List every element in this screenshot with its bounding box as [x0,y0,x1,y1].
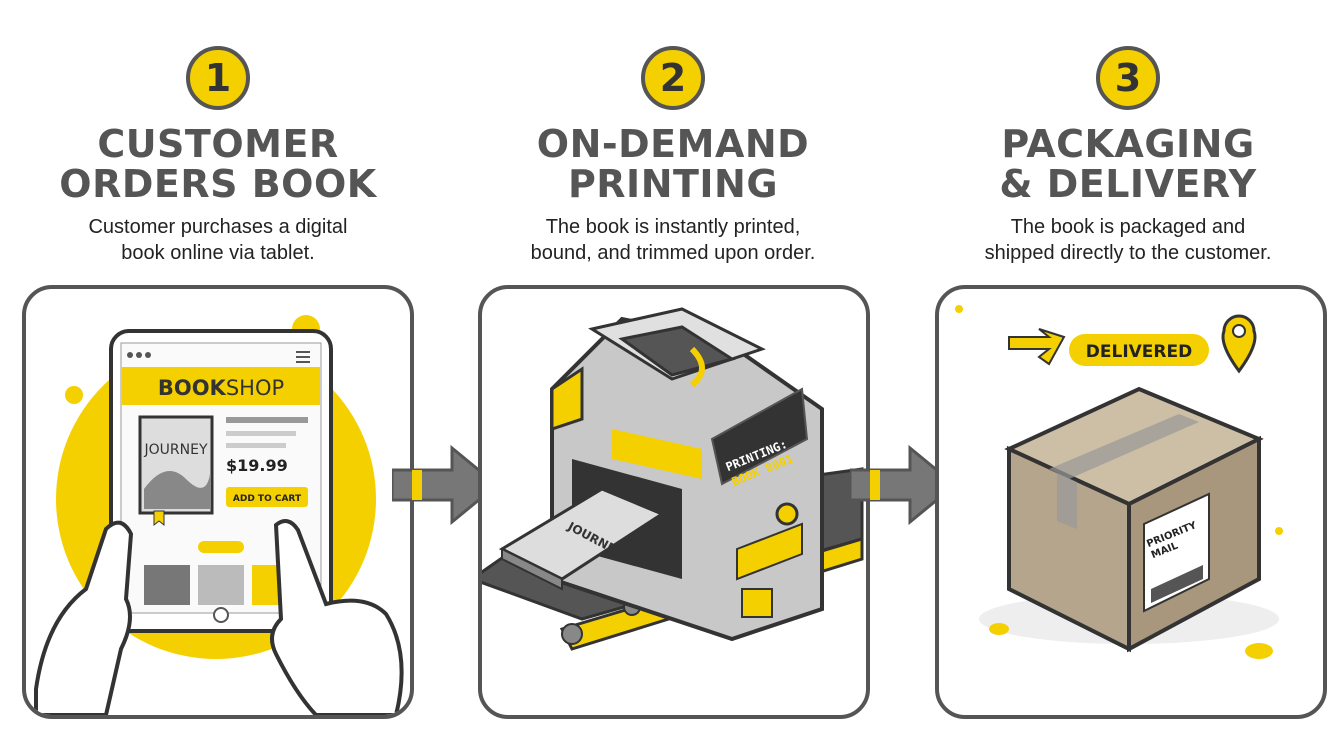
book-title: JOURNEY [144,442,208,458]
tablet-illustration: BOOKSHOP JOURNEY $19.99 ADD TO CART [34,315,404,715]
home-button [213,607,229,623]
step-number-badge: 2 [641,46,705,110]
printer-illustration: PRINTING: BOOK 8001 JOURNEY [482,307,864,651]
step-number-badge: 1 [186,46,250,110]
desc-line: The book is instantly printed, [545,216,801,238]
step-3-header: 3 PACKAGING& DELIVERY The book is packag… [908,0,1331,266]
speed-arrow-icon [1008,328,1066,366]
title-line: CUSTOMER [97,122,339,166]
panel-printing: PRINTING: BOOK 8001 JOURNEY [478,285,870,719]
add-to-cart-label: ADD TO CART [233,494,302,504]
step-description: Customer purchases a digital book online … [0,214,438,266]
title-line: PRINTING [567,162,779,206]
delivery-illustration: DELIVERED PRIORITY MAIL [955,305,1283,659]
desc-line: The book is packaged and [1010,216,1246,238]
flow-arrow-icon [392,444,500,526]
panel-delivery: DELIVERED PRIORITY MAIL [935,285,1327,719]
title-line: PACKAGING [1001,122,1255,166]
price: $19.99 [226,456,288,475]
desc-line: Customer purchases a digital [88,216,348,238]
location-pin-icon [1221,314,1257,374]
right-hand [270,519,404,715]
delivered-label: DELIVERED [1086,342,1192,362]
status-display [710,387,809,486]
desc-line: shipped directly to the customer. [984,242,1272,264]
add-to-cart-button[interactable] [226,487,308,507]
barcode [1151,565,1203,603]
desc-line: book online via tablet. [121,242,315,264]
desc-line: bound, and trimmed upon order. [530,242,816,264]
title-line: ORDERS BOOK [59,162,377,206]
step-description: The book is packaged and shipped directly… [908,214,1331,266]
panel-customer-order: BOOKSHOP JOURNEY $19.99 ADD TO CART [22,285,414,719]
step-number-badge: 3 [1096,46,1160,110]
step-title: PACKAGING& DELIVERY [908,124,1331,204]
flow-arrow-icon [850,444,958,526]
title-line: ON-DEMAND [536,122,810,166]
delivered-badge [1069,334,1209,366]
left-hand [34,520,134,715]
title-line: & DELIVERY [999,162,1257,206]
step-description: The book is instantly printed, bound, and… [453,214,893,266]
shop-name: BOOKSHOP [158,376,284,400]
